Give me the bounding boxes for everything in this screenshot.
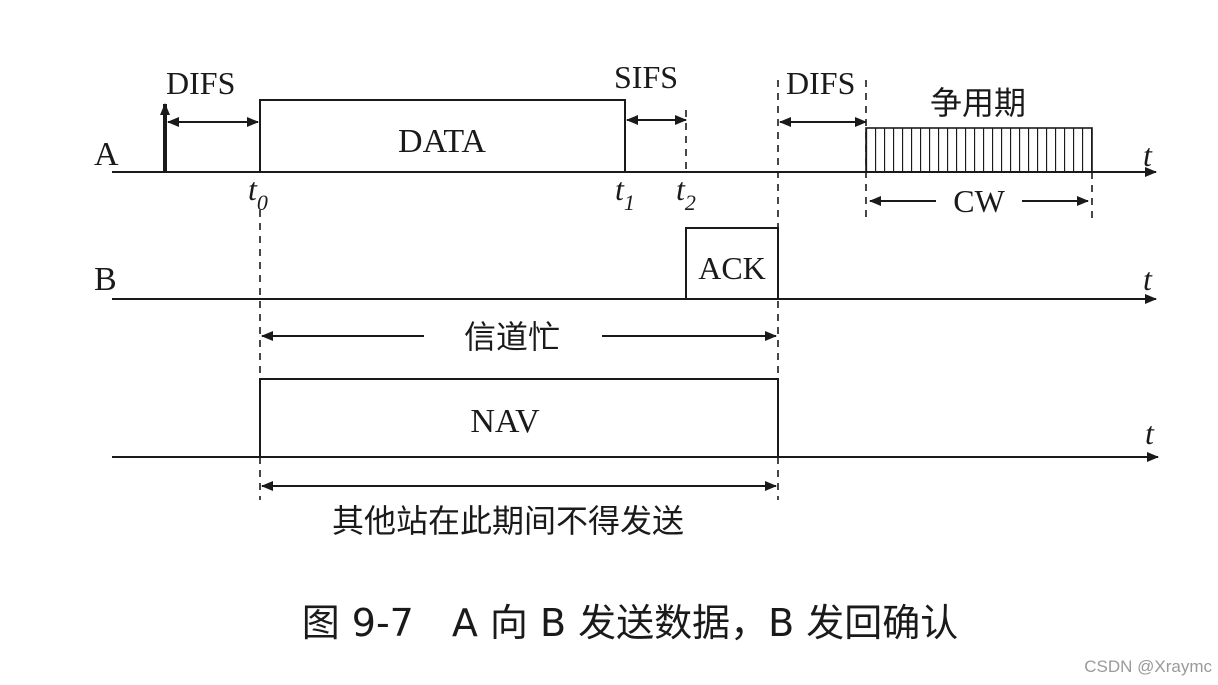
- t1-label: t1: [615, 171, 635, 215]
- ack-frame-label: ACK: [698, 250, 766, 286]
- data-frame: [259, 99, 626, 173]
- station-b-timeline: B t ACK: [94, 227, 1157, 304]
- difs-2-label: DIFS: [786, 65, 855, 101]
- channel-busy-span: 信道忙: [261, 318, 777, 356]
- cw-label: CW: [953, 183, 1005, 219]
- t2-label: t2: [676, 171, 696, 215]
- station-a-t-label: t: [1143, 137, 1153, 173]
- station-b-t-label: t: [1143, 261, 1153, 297]
- nav-timeline: t NAV 其他站在此期间不得发送: [112, 378, 1159, 540]
- station-a-label: A: [94, 136, 119, 173]
- csdn-watermark: CSDN @Xraymc: [1084, 657, 1212, 676]
- data-frame-label: DATA: [398, 123, 486, 160]
- sifs-label: SIFS: [614, 59, 678, 95]
- station-a-timeline: A t DIFS DATA SIFS DIFS 争用期 CW t0 t1: [94, 59, 1157, 220]
- station-b-label: B: [94, 261, 117, 298]
- channel-busy-label: 信道忙: [464, 318, 560, 356]
- difs-1-label: DIFS: [166, 65, 235, 101]
- figure-caption: 图 9-7 A 向 B 发送数据，B 发回确认: [302, 601, 959, 645]
- nav-t-label: t: [1145, 415, 1155, 451]
- contention-period-label: 争用期: [930, 84, 1026, 122]
- contention-window-slots: [865, 127, 1093, 173]
- nav-frame-label: NAV: [470, 403, 540, 440]
- t0-label: t0: [248, 171, 268, 215]
- others-no-send-label: 其他站在此期间不得发送: [332, 502, 684, 540]
